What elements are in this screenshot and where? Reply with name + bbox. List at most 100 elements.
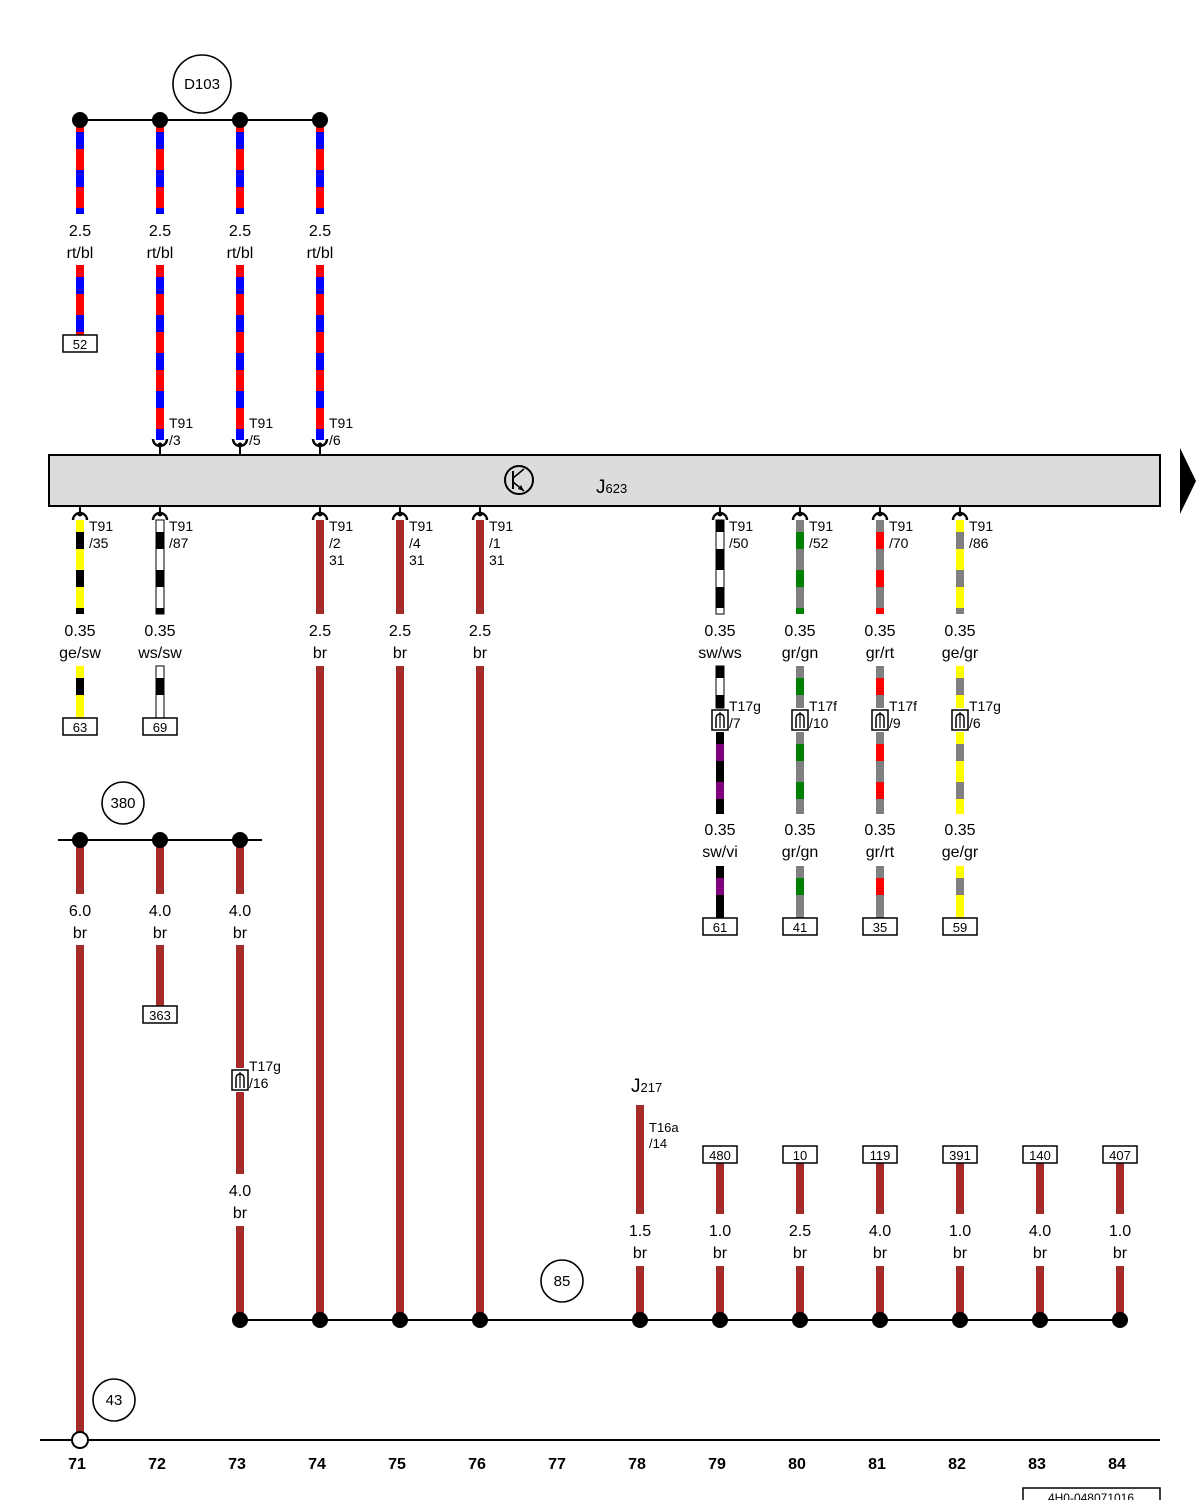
wire-71-top-a-stripe: [76, 208, 84, 214]
socket-76-ecu-dot: [477, 511, 483, 517]
ref-81-ecu: 35: [873, 920, 887, 935]
ref-82-gnd: 391: [949, 1148, 971, 1163]
ref-79-gnd: 480: [709, 1148, 731, 1163]
socket-75-ecu-dot: [397, 511, 403, 517]
conn-82-label: T17g/6: [969, 698, 1001, 731]
wire-71-top-b-stripe: [76, 315, 84, 332]
conn-79-label: T17g/7: [729, 698, 761, 731]
wire-76-ecu-label-color: br: [473, 645, 488, 662]
splice-label-bottom: 85: [554, 1273, 571, 1290]
wire-72-top-label-color: rt/bl: [147, 245, 174, 262]
wire-74-top-a-stripe: [316, 208, 324, 214]
ref-72-ecu-box: [142, 717, 178, 736]
socket-71-ecu-dot: [77, 511, 83, 517]
wire-79-ecu-b-stripe: [716, 678, 724, 695]
wire-71-ecu-a-stripe: [76, 570, 84, 587]
wire-80-ecu-label-color: gr/gn: [782, 645, 818, 662]
wire-72-top-b: [156, 265, 164, 440]
ground-point: [71, 1431, 89, 1449]
splice-dot-73: [232, 112, 248, 128]
column-number: 84: [1108, 1456, 1126, 1473]
wire-74-top-b-stripe: [316, 315, 324, 332]
wire-81-ecu-label-size: 0.35: [864, 623, 895, 640]
wire-71-gnd-a: [76, 840, 84, 894]
conn-80-label: T17f/10: [809, 698, 837, 731]
socket-82-ecu-dot: [957, 511, 963, 517]
wire-73-top-a: [236, 120, 244, 214]
bus-dot-81: [872, 1312, 888, 1328]
wire-73-top-a-stripe: [236, 132, 244, 149]
wire-82-gnd-b: [956, 1266, 964, 1320]
ref-81-gnd-box: [862, 1145, 898, 1164]
wire-81-ecu-a: [876, 520, 884, 614]
wire-71-top-b-stripe: [76, 277, 84, 294]
wire-72-ecu-a-stripe: [156, 570, 164, 587]
splice-points: [71, 112, 1128, 1449]
wire-82-ecu-c: [956, 732, 964, 814]
wire-82-ecu-d-stripe: [956, 878, 964, 895]
wire-74-ecu-label-size: 2.5: [309, 623, 331, 640]
wire-72-ecu-a-stripe: [156, 532, 164, 549]
ground-label-circle: [92, 1378, 136, 1422]
socket-72-top-dot: [157, 442, 163, 448]
ref-82-ecu: 59: [953, 920, 967, 935]
wire-79-gnd-a: [716, 1163, 724, 1214]
wire-72-top-a-stripe: [156, 208, 164, 214]
wire-81-gnd-a: [876, 1163, 884, 1214]
wire-81-ecu-d-stripe: [876, 878, 884, 895]
wire-83-gnd-a: [1036, 1163, 1044, 1214]
bus-dot-80: [792, 1312, 808, 1328]
column-number: 78: [628, 1456, 646, 1473]
column-number: 77: [548, 1456, 566, 1473]
ref-71-top: 52: [73, 337, 87, 352]
splice-label-top: D103: [184, 76, 220, 93]
wire-78-gnd-label-size: 1.5: [629, 1223, 651, 1240]
wire-80-gnd-a: [796, 1163, 804, 1214]
socket-74-top-dot: [317, 442, 323, 448]
wire-71-top-label-color: rt/bl: [67, 245, 94, 262]
wire-76-ecu-a: [476, 520, 484, 614]
wire-73-top-b-stripe: [236, 353, 244, 370]
relay-label: J217: [631, 1076, 662, 1097]
wire-73-top-a-stripe: [236, 208, 244, 214]
wire-72-top-a-stripe: [156, 132, 164, 149]
bus-dot-75: [392, 1312, 408, 1328]
wire-74-top-a-stripe: [316, 170, 324, 187]
bus-dot-84: [1112, 1312, 1128, 1328]
wire-72-ecu-a: [156, 520, 164, 614]
wire-74-top-a-stripe: [316, 132, 324, 149]
bus-dot-74: [312, 1312, 328, 1328]
wire-74-top-label-color: rt/bl: [307, 245, 334, 262]
ref-83-gnd: 140: [1029, 1148, 1051, 1163]
column-number: 73: [228, 1456, 246, 1473]
wire-79-gnd-b: [716, 1266, 724, 1320]
wire-76-ecu-b: [476, 666, 484, 1320]
connection-lines: [40, 119, 1160, 1441]
wire-82-gnd-label-size: 1.0: [949, 1223, 971, 1240]
splice-label-mid: 380: [110, 795, 135, 812]
wire-71-ecu-a-stripe: [76, 532, 84, 549]
wire-73-gnd-b: [236, 945, 244, 1068]
wire-72-gnd-label-size: 4.0: [149, 903, 171, 920]
wire-72-ecu-b-stripe: [156, 678, 164, 695]
wire-71-ecu-label-color: ge/sw: [59, 645, 101, 662]
wire-73-top-b-stripe: [236, 277, 244, 294]
wire-78-gnd-b: [636, 1266, 644, 1320]
wire-71-top-label-size: 2.5: [69, 223, 91, 240]
ref-72-gnd-box: [142, 1005, 178, 1024]
document-number-box: [1022, 1487, 1161, 1500]
wire-80-ecu-a: [796, 520, 804, 614]
wire-71-gnd-b: [76, 945, 84, 1440]
wire-74-top-label-size: 2.5: [309, 223, 331, 240]
column-number: 79: [708, 1456, 726, 1473]
wire-81-ecu-a-stripe: [876, 570, 884, 587]
bus-dot-76: [472, 1312, 488, 1328]
wire-80-ecu-c-stripe: [796, 782, 804, 799]
pin-72-top: T91/3: [169, 415, 193, 448]
wire-80-gnd-label-size: 2.5: [789, 1223, 811, 1240]
wire-72-top-b-stripe: [156, 391, 164, 408]
ground-label: 43: [106, 1392, 123, 1409]
wire-78-gnd-a: [636, 1105, 644, 1214]
splice-dot-72: [152, 112, 168, 128]
